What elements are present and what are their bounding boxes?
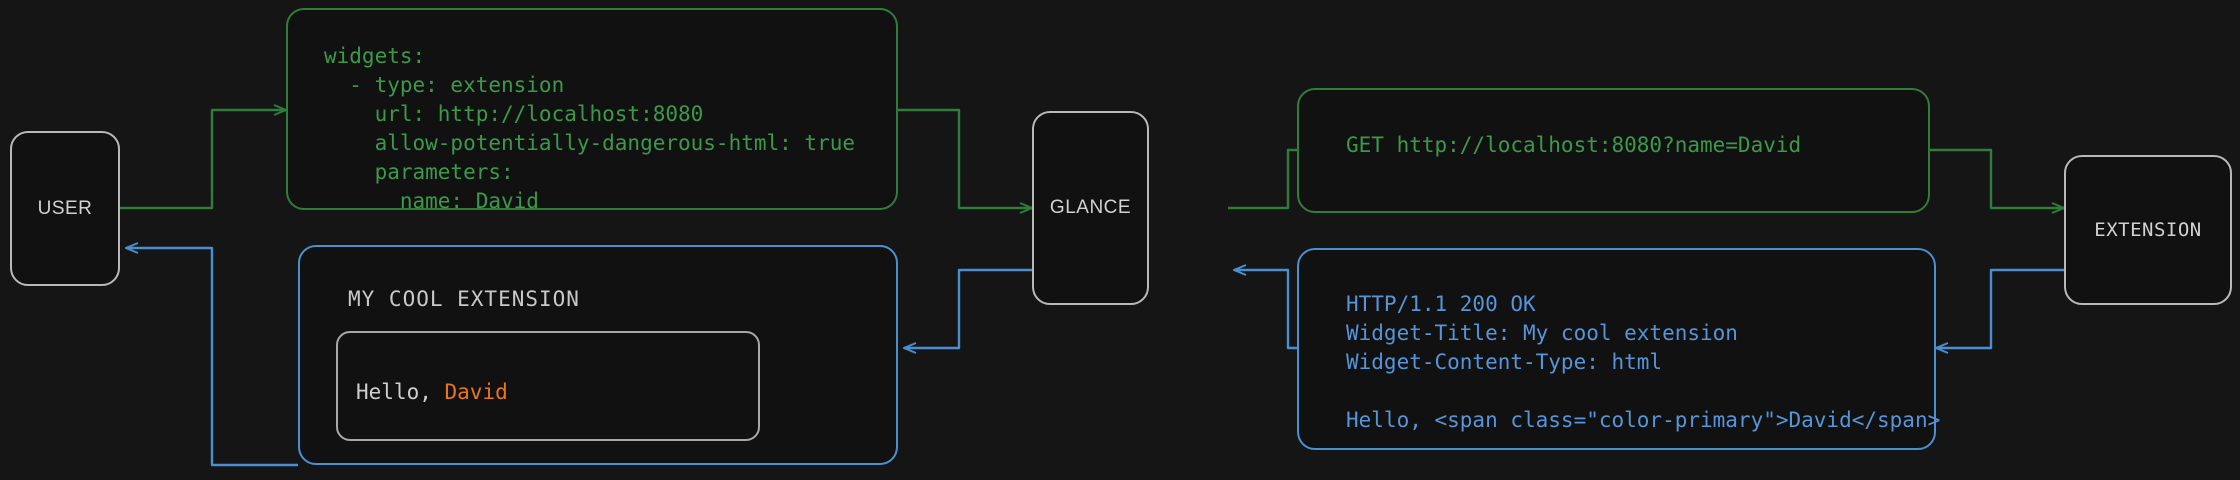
edge-config-to-glance <box>898 108 1032 208</box>
edge-glance-to-widget <box>904 268 1032 348</box>
node-user[interactable]: USER <box>10 131 120 286</box>
greeting-name: David <box>444 380 508 404</box>
edge-user-to-config <box>120 110 286 210</box>
rendered-widget-greeting: Hello, David <box>356 380 508 404</box>
http-get-request-text: GET http://localhost:8080?name=David <box>1346 133 1802 157</box>
panel-http-response[interactable]: HTTP/1.1 200 OK Widget-Title: My cool ex… <box>1297 248 1940 450</box>
node-user-label: USER <box>37 197 93 219</box>
edge-request-to-extension <box>1930 148 2064 208</box>
panel-rendered-widget[interactable]: MY COOL EXTENSION Hello, David <box>298 245 898 465</box>
http-response-text: HTTP/1.1 200 OK Widget-Title: My cool ex… <box>1346 292 1941 432</box>
node-glance-label: GLANCE <box>1049 197 1132 218</box>
widget-yaml-config-text: widgets: - type: extension url: http://l… <box>324 44 856 213</box>
panel-widget-yaml-config[interactable]: widgets: - type: extension url: http://l… <box>286 8 898 213</box>
rendered-widget-card: Hello, David <box>336 331 760 441</box>
edge-widget-to-user <box>126 248 298 467</box>
panel-http-get-request[interactable]: GET http://localhost:8080?name=David <box>1297 88 1930 213</box>
rendered-widget-title: MY COOL EXTENSION <box>348 287 580 311</box>
node-extension[interactable]: EXTENSION <box>2064 155 2232 305</box>
node-extension-label: EXTENSION <box>2094 219 2202 241</box>
node-glance[interactable]: GLANCE <box>1032 111 1149 305</box>
edge-extension-to-response <box>1936 268 2064 348</box>
greeting-prefix: Hello, <box>356 380 445 404</box>
